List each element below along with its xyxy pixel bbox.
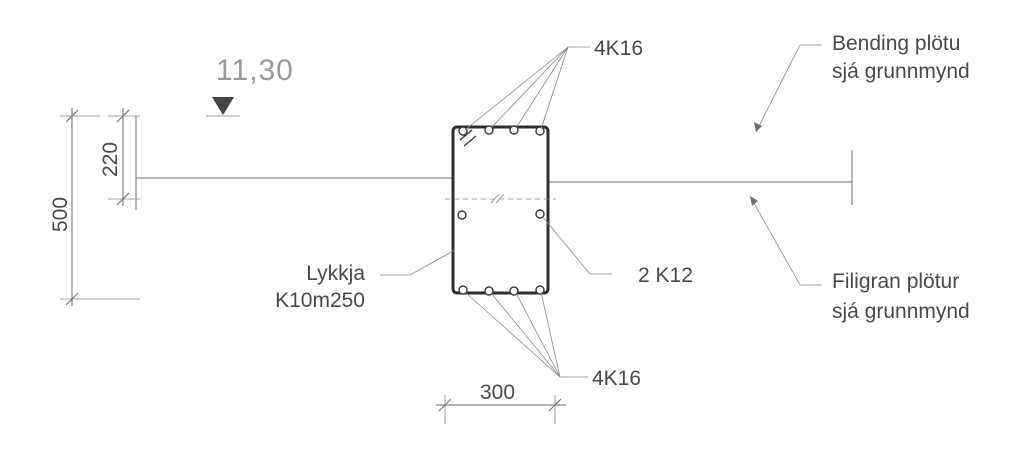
rebar-bottom-4: [535, 285, 545, 295]
beam-section: [451, 125, 550, 295]
dim-beam-width: [436, 395, 566, 424]
leader-stirrup: [380, 249, 456, 276]
rebar-side-left: [457, 210, 467, 220]
filigran-label-line1: Filigran plötur: [832, 270, 959, 293]
dim-total-height: [60, 108, 140, 306]
rebar-top-2: [484, 125, 494, 135]
slab-right: [548, 150, 853, 205]
dim-beam-width-label: 300: [480, 381, 515, 404]
leader-top-bars: [464, 46, 590, 131]
stirrup-label-line2: K10m250: [275, 289, 365, 312]
top-bars: [458, 125, 545, 136]
filigran-label-line2: sjá grunnmynd: [832, 300, 970, 323]
bottom-bars-label: 4K16: [592, 367, 641, 390]
dim-slab-thickness-label: 220: [99, 142, 122, 177]
dim-total-height-label: 500: [49, 197, 72, 232]
level-label: 11,30: [216, 54, 294, 87]
dim-slab-thickness: [108, 108, 140, 206]
level-triangle-down-icon: [212, 97, 234, 115]
bending-label-line2: sjá grunnmynd: [832, 60, 970, 83]
stirrup-label-line1: Lykkja: [306, 262, 365, 285]
bending-label-line1: Bending plötu: [832, 32, 960, 55]
leader-side-bars: [541, 215, 612, 275]
rebar-top-4: [535, 126, 545, 136]
leader-bottom-bars: [464, 291, 588, 378]
leader-bending: [754, 44, 822, 133]
side-bars-label: 2 K12: [638, 264, 693, 287]
leader-filigran: [749, 195, 822, 286]
slab-left: [135, 116, 452, 210]
rebar-top-1: [458, 126, 468, 136]
top-bars-label: 4K16: [594, 37, 643, 60]
